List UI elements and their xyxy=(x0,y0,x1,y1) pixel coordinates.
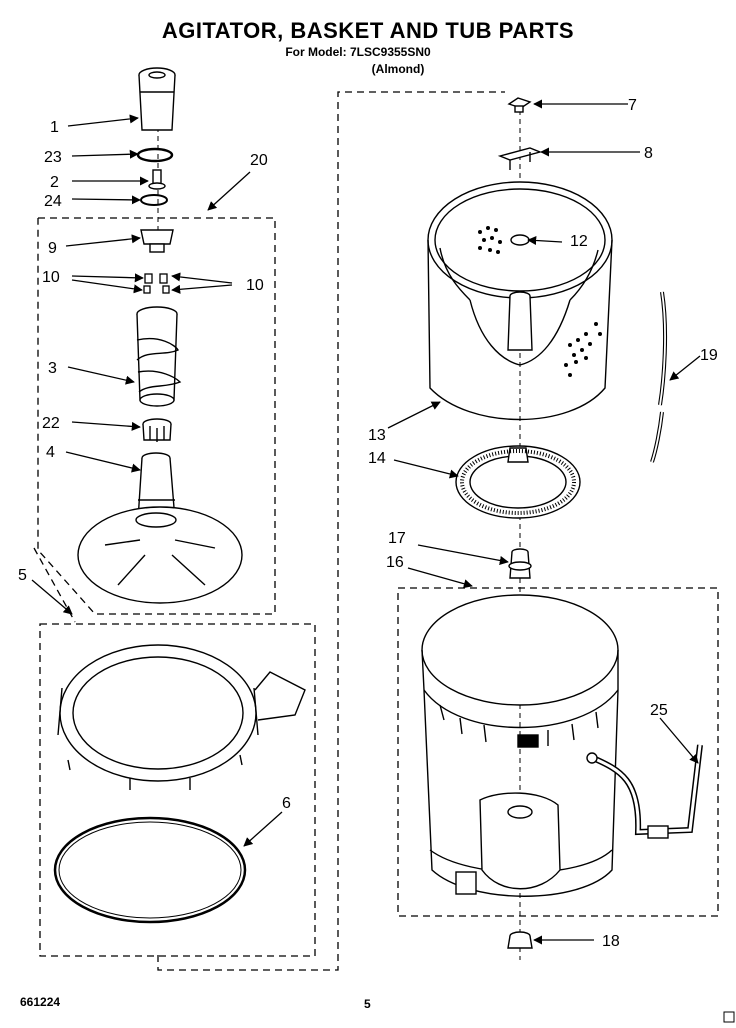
callout-9: 9 xyxy=(48,240,57,257)
callout-23: 23 xyxy=(44,149,62,166)
tub-group-box xyxy=(397,587,719,917)
agitator-barrel xyxy=(136,306,182,407)
callout-5: 5 xyxy=(18,567,27,584)
bearing-group-box xyxy=(39,623,316,957)
callout-1: 1 xyxy=(50,119,59,136)
callout-8: 8 xyxy=(644,145,653,162)
callout-22: 22 xyxy=(42,415,60,432)
dog-cam xyxy=(140,229,174,253)
callout-6: 6 xyxy=(282,795,291,812)
callout-20: 20 xyxy=(250,152,268,169)
basket-drive-hub xyxy=(455,445,581,519)
model-number: For Model: 7LSC9355SN0 xyxy=(285,45,431,59)
callout-3: 3 xyxy=(48,360,57,377)
corner-mark xyxy=(723,1011,735,1023)
callout-10-right: 10 xyxy=(246,277,264,294)
tub-ring xyxy=(57,644,306,790)
center-shaft-line xyxy=(157,91,505,971)
callout-18: 18 xyxy=(602,933,620,950)
callout-24: 24 xyxy=(44,193,62,210)
callout-14: 14 xyxy=(368,450,386,467)
basket-holes xyxy=(478,226,602,377)
model-color: (Almond) xyxy=(371,62,425,76)
callout-2: 2 xyxy=(50,174,59,191)
drive-coupling xyxy=(142,418,172,442)
footer-page-number: 5 xyxy=(364,997,371,1011)
callout-10-left: 10 xyxy=(42,269,60,286)
outer-tub xyxy=(421,594,619,897)
page-title: AGITATOR, BASKET AND TUB PARTS xyxy=(161,18,575,43)
spanner-nut xyxy=(507,97,532,113)
tub-bushing xyxy=(508,548,532,579)
seal-ring xyxy=(136,147,174,163)
agitator-dogs xyxy=(143,273,170,294)
tub-band xyxy=(53,816,247,924)
pressure-hose xyxy=(586,744,703,836)
agitator-cap xyxy=(138,67,176,131)
callout-19: 19 xyxy=(700,347,718,364)
hub-gasket xyxy=(497,147,543,170)
hose-connector xyxy=(647,825,669,839)
footer-code: 661224 xyxy=(20,995,60,1009)
washer xyxy=(140,194,168,206)
agitator-base xyxy=(77,452,243,604)
callout-25: 25 xyxy=(650,702,668,719)
callout-4: 4 xyxy=(46,444,55,461)
callout-13: 13 xyxy=(368,427,386,444)
tub-nut xyxy=(507,931,533,949)
agitator-group-box xyxy=(37,217,276,615)
callout-7: 7 xyxy=(628,97,637,114)
agitator-bolt xyxy=(148,169,166,190)
callout-labels: 1 23 2 24 20 9 10 10 3 22 4 5 6 7 8 12 1… xyxy=(18,97,718,950)
callout-17: 17 xyxy=(388,530,406,547)
spin-basket xyxy=(427,181,613,421)
callout-16: 16 xyxy=(386,554,404,571)
callout-12: 12 xyxy=(570,233,588,250)
